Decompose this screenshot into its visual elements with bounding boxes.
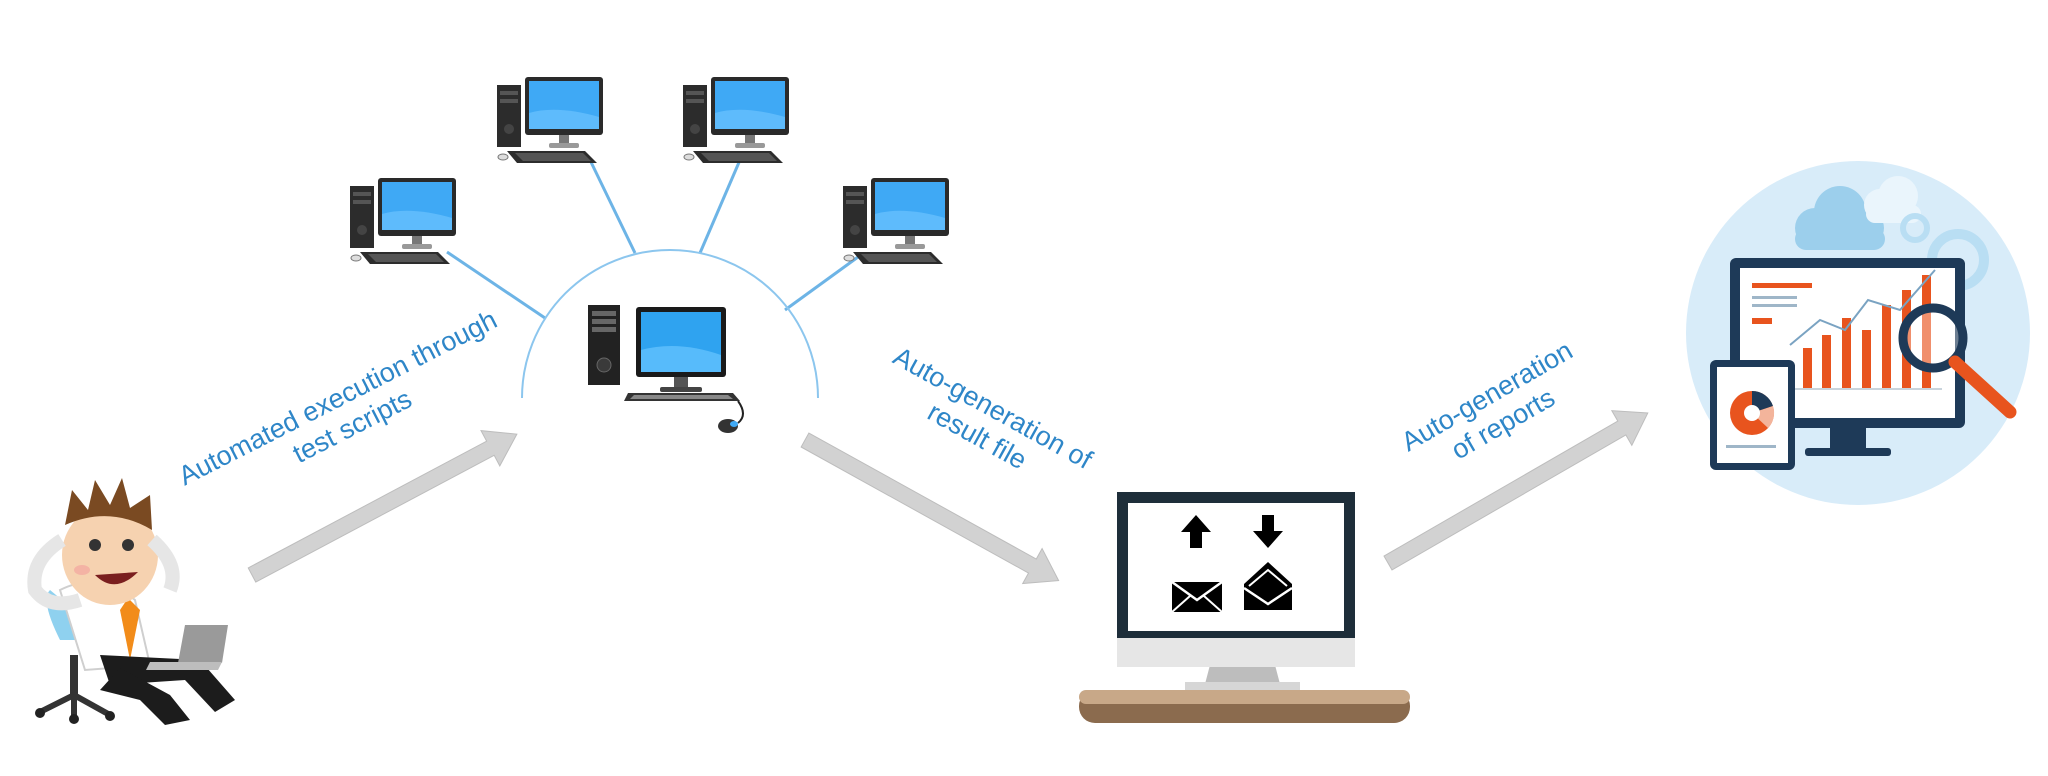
- magnifier-icon: [1898, 303, 2017, 419]
- tablet-pie-chart-icon: [1710, 360, 1795, 470]
- upload-arrow-icon: [1181, 515, 1211, 548]
- closed-envelope-icon: [1171, 580, 1223, 613]
- server-computer-icon: [588, 305, 744, 433]
- server-dome-arc: [521, 249, 819, 399]
- desktop-computer-icon: [496, 76, 604, 164]
- relaxed-businessman-icon: [27, 478, 235, 725]
- reports-illustration: [1686, 161, 2030, 505]
- cloud-icon: [1864, 176, 1921, 223]
- desktop-computer-icon: [682, 76, 790, 164]
- desktop-computer-icon: [349, 177, 457, 265]
- arrow-to-reports: [1383, 410, 1649, 571]
- arrow-to-server: [247, 429, 518, 583]
- desktop-computer-icon: [842, 177, 950, 265]
- connector-line: [784, 255, 859, 312]
- result-monitor: [1079, 492, 1410, 723]
- arrow-to-result-monitor: [800, 432, 1060, 585]
- connector-line: [588, 159, 637, 254]
- download-arrow-icon: [1253, 515, 1283, 548]
- connector-lines: [446, 159, 859, 320]
- connector-line: [698, 159, 742, 254]
- connector-line: [446, 250, 546, 320]
- open-envelope-icon: [1243, 562, 1293, 610]
